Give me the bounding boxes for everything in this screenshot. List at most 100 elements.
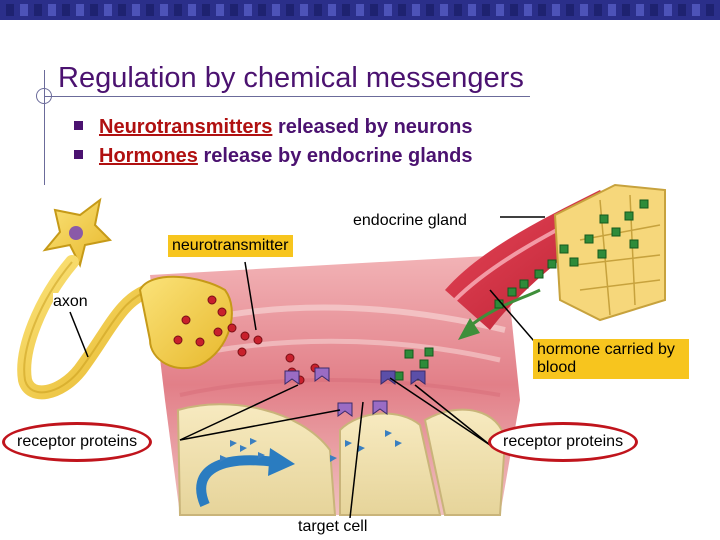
- top-banner-tile: [230, 4, 238, 16]
- top-banner-tile: [454, 4, 462, 16]
- top-banner-pattern: [0, 0, 720, 20]
- hormone-square: [611, 227, 621, 237]
- top-banner-tile: [62, 4, 70, 16]
- label-axon: axon: [53, 293, 88, 311]
- top-banner-tile: [678, 4, 686, 16]
- top-banner-tile: [202, 4, 210, 16]
- receptor-protein-marks: [220, 367, 426, 462]
- neurotransmitter-dot: [217, 307, 227, 317]
- top-banner-tile: [510, 4, 518, 16]
- hormone-square: [547, 259, 557, 269]
- receptor-protein: [314, 367, 330, 382]
- neurotransmitter-dot: [227, 323, 237, 333]
- top-banner-tile: [244, 4, 252, 16]
- bullet-item-neurotransmitters: Neurotransmitters released by neurons: [74, 116, 472, 145]
- hormone-square: [424, 347, 434, 357]
- top-banner-tile: [398, 4, 406, 16]
- top-banner-tile: [650, 4, 658, 16]
- top-banner-tile: [566, 4, 574, 16]
- title-guide-vertical: [44, 70, 45, 185]
- top-banner-tile: [132, 4, 140, 16]
- top-banner-tile: [664, 4, 672, 16]
- hormone-square: [394, 371, 404, 381]
- top-banner-tile: [6, 4, 14, 16]
- signal-molecule: [385, 430, 392, 437]
- signal-molecule: [240, 445, 247, 452]
- hormone-square: [559, 244, 569, 254]
- slide-title: Regulation by chemical messengers: [58, 62, 524, 94]
- hormone-particles: [394, 199, 649, 381]
- neurotransmitter-dot: [240, 331, 250, 341]
- hormone-square: [404, 349, 414, 359]
- signal-molecule: [330, 455, 337, 462]
- target-cells: [176, 403, 507, 516]
- neurotransmitter-dot: [207, 295, 217, 305]
- hormone-square: [584, 234, 594, 244]
- top-banner-tile: [594, 4, 602, 16]
- bullet-item-hormones: Hormones release by endocrine glands: [74, 145, 472, 174]
- label-receptor-proteins-right: receptor proteins: [488, 422, 639, 462]
- top-banner-tile: [468, 4, 476, 16]
- hormone-square: [599, 214, 609, 224]
- top-banner-tile: [48, 4, 56, 16]
- top-banner-tile: [76, 4, 84, 16]
- top-banner-tile: [314, 4, 322, 16]
- neurotransmitter-dot: [173, 335, 183, 345]
- top-banner-tile: [286, 4, 294, 16]
- top-banner-tile: [300, 4, 308, 16]
- top-banner-tile: [384, 4, 392, 16]
- leader-lines: [69, 216, 545, 519]
- top-banner-tile: [272, 4, 280, 16]
- hormone-square: [569, 257, 579, 267]
- top-banner-tile: [608, 4, 616, 16]
- receptor-protein: [380, 370, 396, 385]
- top-banner-tile: [706, 4, 714, 16]
- bullet-text: released by neurons: [272, 116, 473, 138]
- receptor-protein: [284, 370, 300, 385]
- top-banner-tile: [426, 4, 434, 16]
- hormone-square: [624, 211, 634, 221]
- hormone-square: [597, 249, 607, 259]
- top-banner-tile: [104, 4, 112, 16]
- label-neurotransmitter: neurotransmitter: [168, 235, 293, 257]
- bullet-square-icon: [74, 150, 83, 159]
- top-banner: [0, 0, 720, 20]
- hormone-square: [507, 287, 517, 297]
- top-banner-tile: [20, 4, 28, 16]
- top-banner-tile: [174, 4, 182, 16]
- hormone-square: [419, 359, 429, 369]
- top-banner-tile: [412, 4, 420, 16]
- bullet-square-icon: [74, 121, 83, 130]
- label-endocrine-gland: endocrine gland: [353, 212, 467, 230]
- signal-molecule: [230, 440, 237, 447]
- hormone-square: [639, 199, 649, 209]
- top-banner-tile: [552, 4, 560, 16]
- neurotransmitter-dot: [285, 353, 295, 363]
- neurotransmitter-dot: [213, 327, 223, 337]
- label-target-cell: target cell: [298, 518, 368, 536]
- top-banner-tile: [216, 4, 224, 16]
- top-banner-tile: [496, 4, 504, 16]
- hormone-square: [519, 279, 529, 289]
- top-banner-tile: [636, 4, 644, 16]
- hormone-square: [629, 239, 639, 249]
- signal-molecule: [220, 455, 227, 462]
- neurotransmitter-dot: [195, 337, 205, 347]
- top-banner-tile: [118, 4, 126, 16]
- top-banner-tile: [692, 4, 700, 16]
- hormone-square: [534, 269, 544, 279]
- top-banner-tile: [524, 4, 532, 16]
- top-banner-tile: [146, 4, 154, 16]
- signal-molecule: [358, 445, 365, 452]
- bullet-keyword: Neurotransmitters: [99, 116, 273, 138]
- label-receptor-proteins-left: receptor proteins: [2, 422, 153, 462]
- top-banner-tile: [356, 4, 364, 16]
- top-banner-tile: [342, 4, 350, 16]
- top-banner-tile: [482, 4, 490, 16]
- top-banner-tile: [580, 4, 588, 16]
- top-banner-tile: [538, 4, 546, 16]
- label-hormone-carried: hormone carried by blood: [533, 339, 689, 379]
- top-banner-tile: [90, 4, 98, 16]
- top-banner-tile: [370, 4, 378, 16]
- neurotransmitter-dot: [237, 347, 247, 357]
